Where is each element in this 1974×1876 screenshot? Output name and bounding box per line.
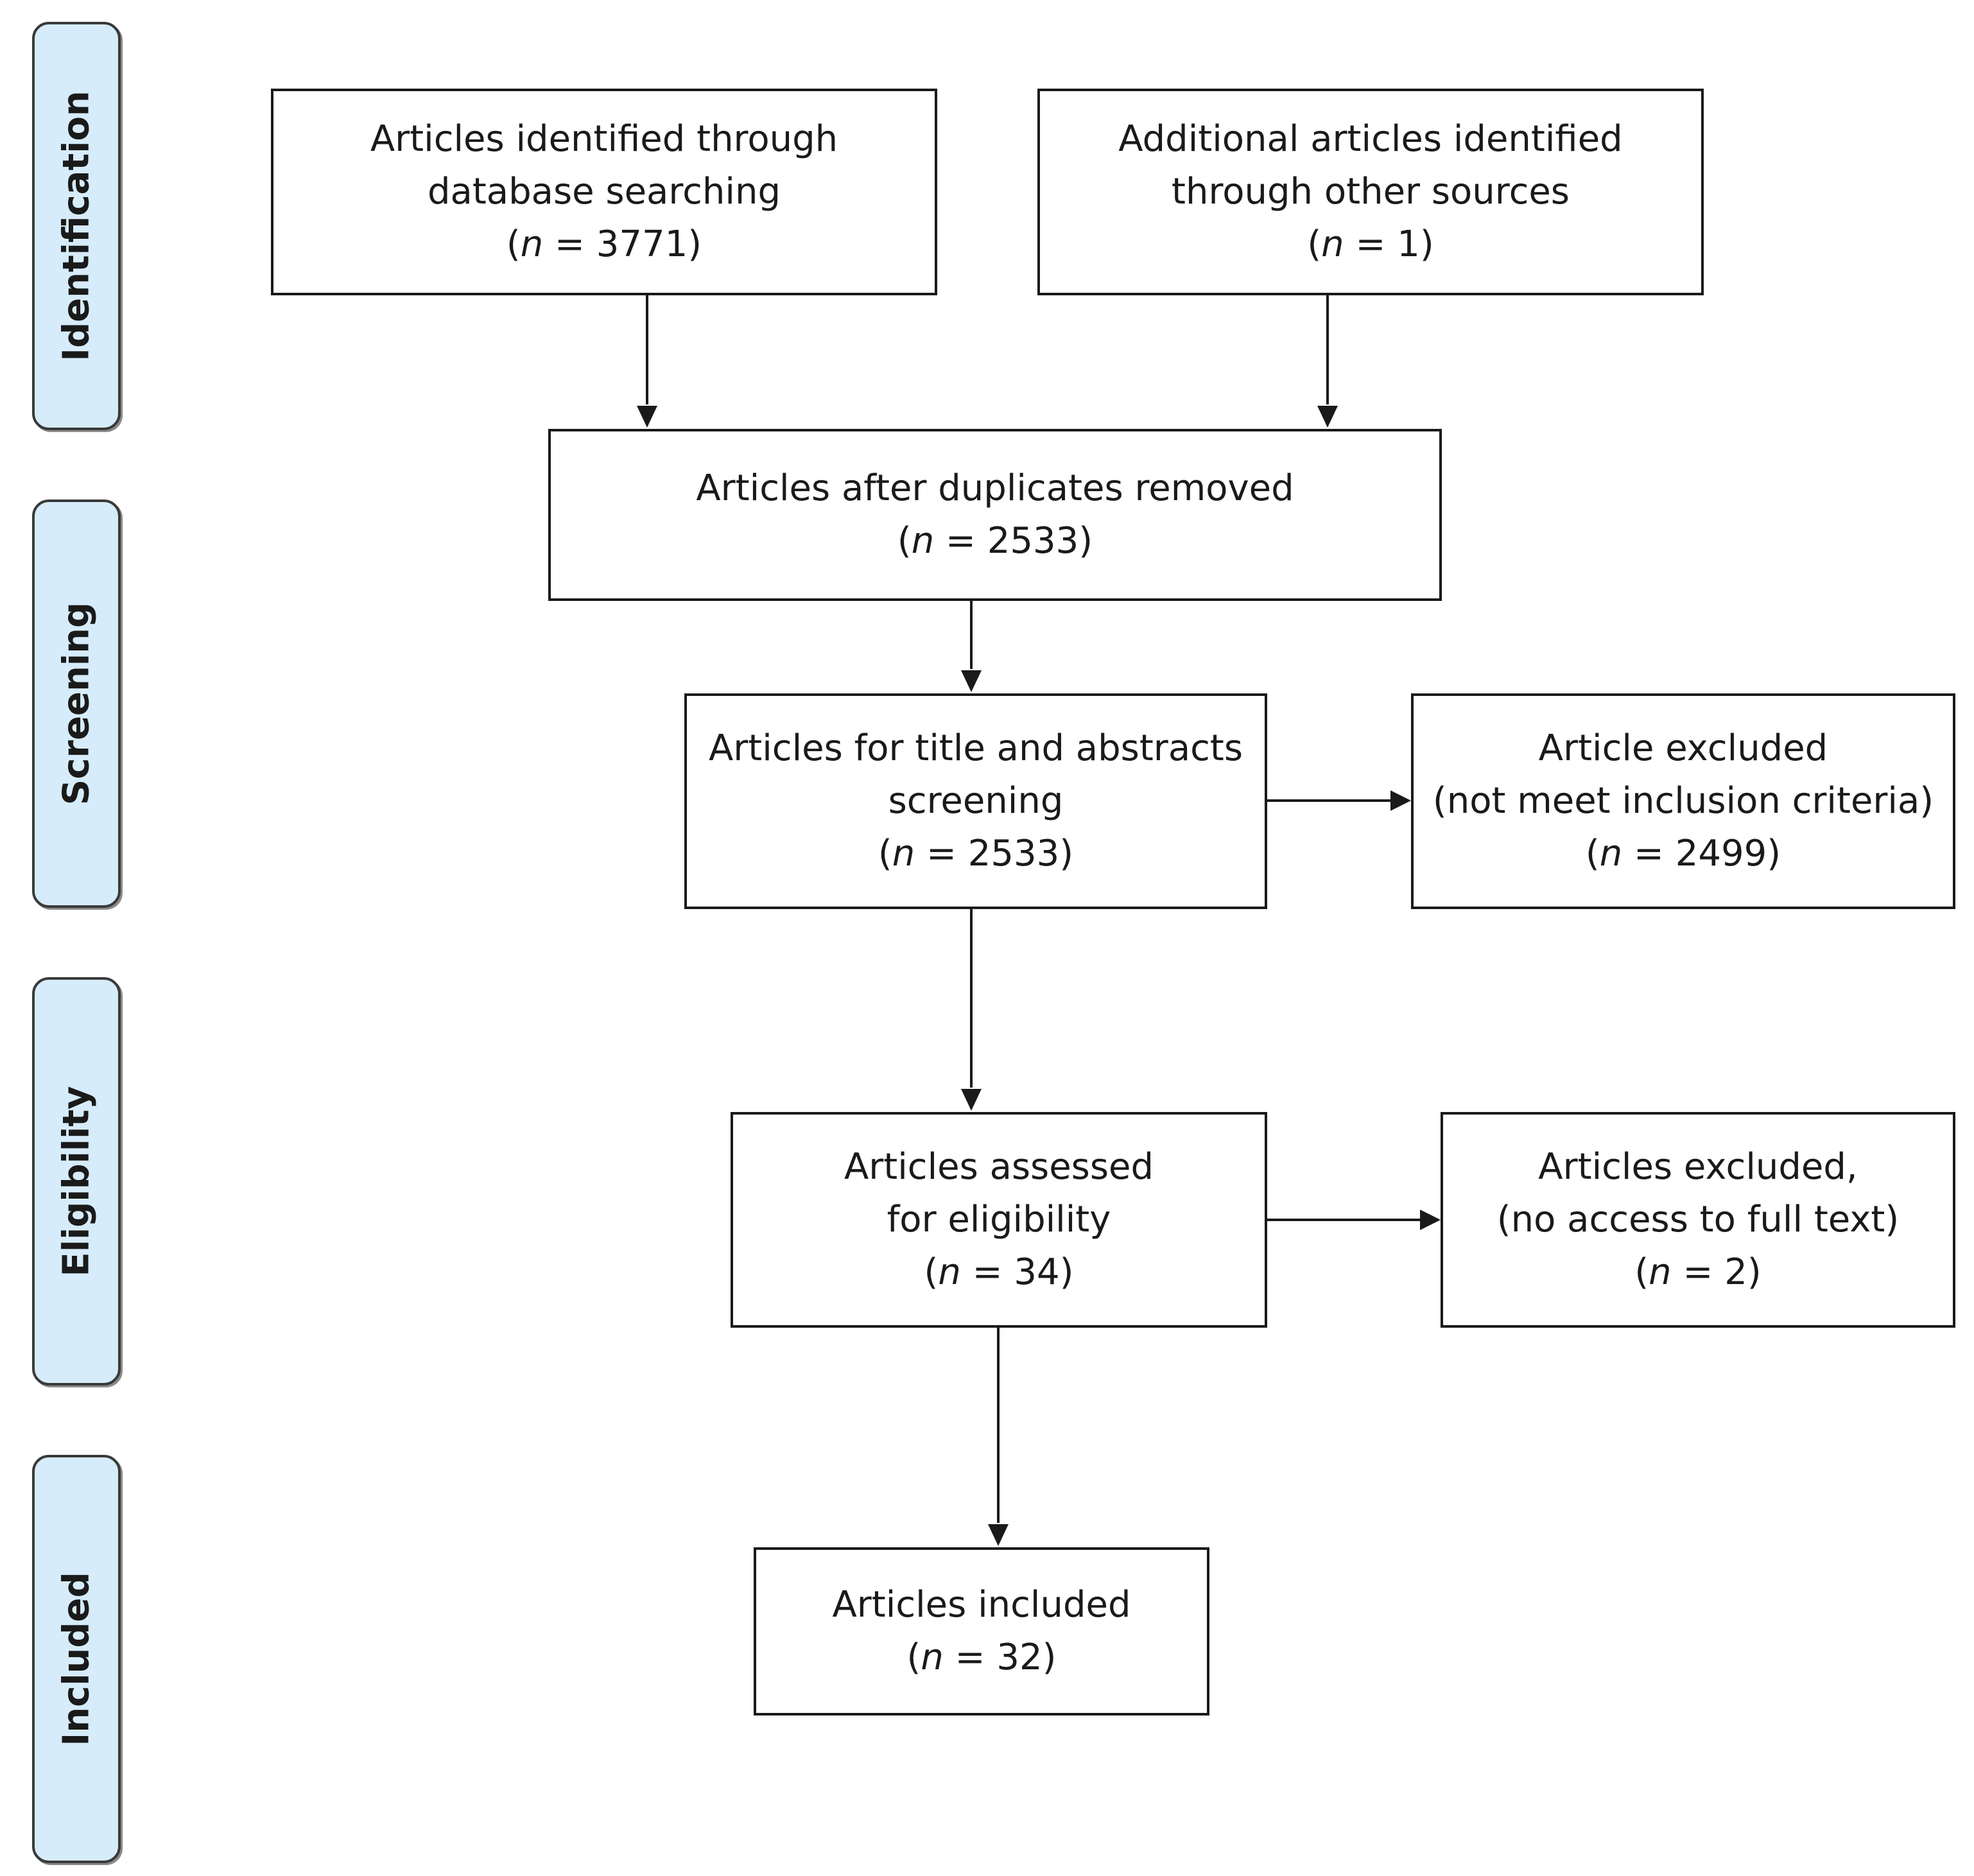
box-excluded-access: Articles excluded, (no access to full te… bbox=[1441, 1112, 1955, 1328]
arrowhead-excluded-access bbox=[1420, 1210, 1441, 1230]
box-database-count: (n = 3771) bbox=[506, 223, 702, 265]
box-database-line2: database searching bbox=[427, 171, 781, 213]
arrowhead-database bbox=[637, 406, 657, 428]
box-eligibility-line1: Articles assessed bbox=[844, 1146, 1154, 1188]
box-database-line1: Articles identified through bbox=[370, 118, 838, 160]
box-other-count: (n = 1) bbox=[1307, 223, 1434, 265]
box-screening-line2: screening bbox=[888, 780, 1064, 822]
box-screening-count: (n = 2533) bbox=[878, 833, 1074, 874]
box-excluded-access-count: (n = 2) bbox=[1634, 1251, 1762, 1293]
arrowhead-other bbox=[1317, 406, 1338, 428]
box-excluded-criteria-count: (n = 2499) bbox=[1585, 833, 1781, 874]
arrowhead-duplicates bbox=[961, 670, 982, 692]
stage-included: Included bbox=[32, 1455, 121, 1863]
arrowhead-screening bbox=[961, 1089, 982, 1111]
box-other-sources: Additional articles identified through o… bbox=[1037, 89, 1704, 295]
box-included-count: (n = 32) bbox=[906, 1637, 1057, 1678]
box-included-line1: Articles included bbox=[832, 1584, 1131, 1626]
box-eligibility-assessment: Articles assessed for eligibility (n = 3… bbox=[731, 1112, 1267, 1328]
box-articles-included: Articles included (n = 32) bbox=[754, 1547, 1209, 1715]
box-title-abstract-screening: Articles for title and abstracts screeni… bbox=[684, 693, 1267, 909]
arrowhead-excluded-criteria bbox=[1390, 790, 1411, 811]
arrowhead-eligibility bbox=[988, 1524, 1009, 1546]
stage-screening: Screening bbox=[32, 499, 121, 908]
box-excluded-access-line2: (no access to full text) bbox=[1496, 1199, 1900, 1240]
box-other-line2: through other sources bbox=[1172, 171, 1570, 213]
box-excluded-criteria-line1: Article excluded bbox=[1538, 727, 1828, 769]
box-screening-line1: Articles for title and abstracts bbox=[708, 727, 1243, 769]
box-excluded-access-line1: Articles excluded, bbox=[1538, 1146, 1858, 1188]
box-excluded-criteria-line2: (not meet inclusion criteria) bbox=[1432, 780, 1934, 822]
box-other-line1: Additional articles identified bbox=[1118, 118, 1623, 160]
stage-eligibility: Eligibility bbox=[32, 977, 121, 1385]
box-duplicates-removed: Articles after duplicates removed (n = 2… bbox=[548, 429, 1442, 601]
box-eligibility-line2: for eligibility bbox=[887, 1199, 1111, 1240]
box-eligibility-count: (n = 34) bbox=[924, 1251, 1074, 1293]
box-duplicates-count: (n = 2533) bbox=[897, 520, 1093, 562]
box-database-searching: Articles identified through database sea… bbox=[271, 89, 937, 295]
box-duplicates-line1: Articles after duplicates removed bbox=[696, 467, 1294, 509]
box-excluded-criteria: Article excluded (not meet inclusion cri… bbox=[1411, 693, 1955, 909]
stage-identification: Identification bbox=[32, 22, 121, 430]
